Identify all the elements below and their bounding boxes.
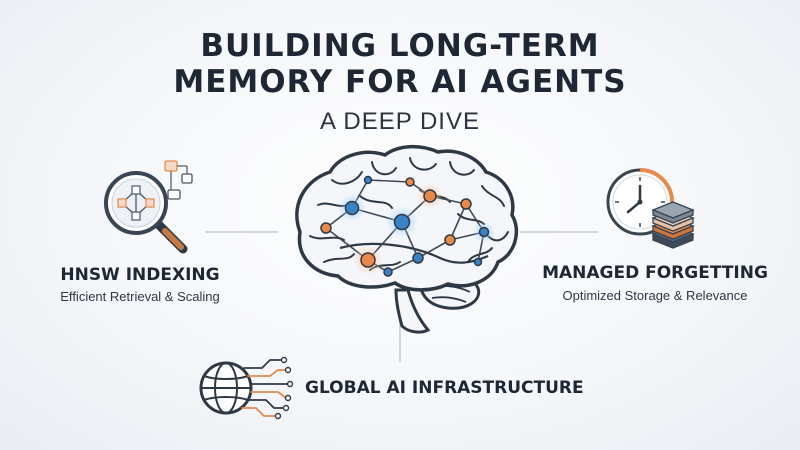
global-ai-infrastructure-title: GLOBAL AI INFRASTRUCTURE [305,378,584,398]
managed-forgetting-subtitle: Optimized Storage & Relevance [562,288,748,303]
title-line-2: MEMORY FOR AI AGENTS [173,64,627,100]
title-line-1: BUILDING LONG-TERM [200,28,600,64]
hnsw-indexing-title: HNSW INDEXING [60,265,220,285]
subtitle: A DEEP DIVE [320,108,480,135]
managed-forgetting-title: MANAGED FORGETTING [542,263,768,283]
hnsw-indexing-subtitle: Efficient Retrieval & Scaling [60,289,220,304]
